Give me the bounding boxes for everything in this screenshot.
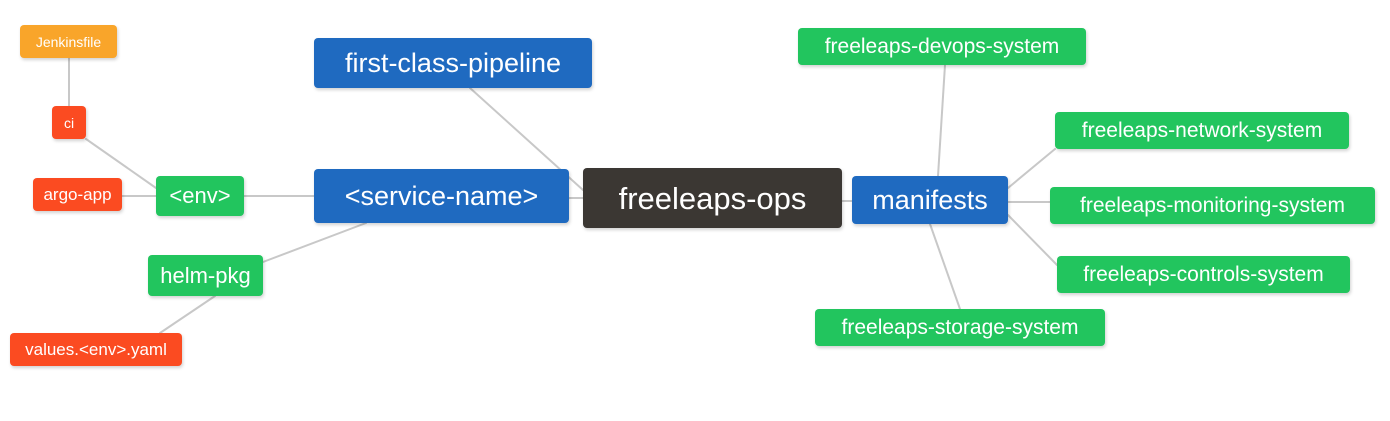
edge-manifests-to-network-sys (1007, 148, 1056, 189)
node-first-class[interactable]: first-class-pipeline (314, 38, 592, 88)
node-label-freeleaps-ops: freeleaps-ops (618, 180, 807, 216)
node-helm-pkg[interactable]: helm-pkg (148, 255, 263, 296)
node-label-service-name: <service-name> (344, 180, 539, 211)
node-manifests[interactable]: manifests (852, 176, 1008, 224)
node-ci[interactable]: ci (52, 106, 86, 139)
node-label-helm-pkg: helm-pkg (160, 262, 251, 288)
edge-values-yaml-to-helm-pkg (159, 295, 216, 334)
node-devops-sys[interactable]: freeleaps-devops-system (798, 28, 1086, 65)
node-storage-sys[interactable]: freeleaps-storage-system (815, 309, 1105, 346)
node-controls-sys[interactable]: freeleaps-controls-system (1057, 256, 1350, 293)
node-label-ci: ci (63, 114, 75, 131)
node-label-storage-sys: freeleaps-storage-system (841, 316, 1079, 339)
node-label-controls-sys: freeleaps-controls-system (1083, 263, 1324, 286)
node-jenkinsfile[interactable]: Jenkinsfile (20, 25, 117, 58)
node-label-argo-app: argo-app (43, 185, 112, 204)
node-label-jenkinsfile: Jenkinsfile (35, 33, 102, 50)
node-label-values-yaml: values.<env>.yaml (25, 340, 167, 359)
node-network-sys[interactable]: freeleaps-network-system (1055, 112, 1349, 149)
edge-helm-pkg-to-service-name (262, 222, 367, 263)
node-label-env: <env> (169, 183, 231, 208)
node-argo-app[interactable]: argo-app (33, 178, 122, 211)
node-monitoring-sys[interactable]: freeleaps-monitoring-system (1050, 187, 1375, 224)
node-values-yaml[interactable]: values.<env>.yaml (10, 333, 182, 366)
node-label-monitoring-sys: freeleaps-monitoring-system (1080, 194, 1345, 217)
node-label-devops-sys: freeleaps-devops-system (824, 35, 1060, 58)
node-label-manifests: manifests (872, 184, 988, 215)
node-freeleaps-ops[interactable]: freeleaps-ops (583, 168, 842, 228)
node-env[interactable]: <env> (156, 176, 244, 216)
edge-manifests-to-devops-sys (937, 64, 946, 177)
edge-manifests-to-storage-sys (929, 223, 961, 310)
node-label-network-sys: freeleaps-network-system (1081, 119, 1323, 142)
edge-manifests-to-controls-sys (1007, 214, 1058, 266)
node-label-first-class: first-class-pipeline (344, 47, 562, 78)
node-service-name[interactable]: <service-name> (314, 169, 569, 223)
edge-ci-to-env (85, 138, 157, 189)
